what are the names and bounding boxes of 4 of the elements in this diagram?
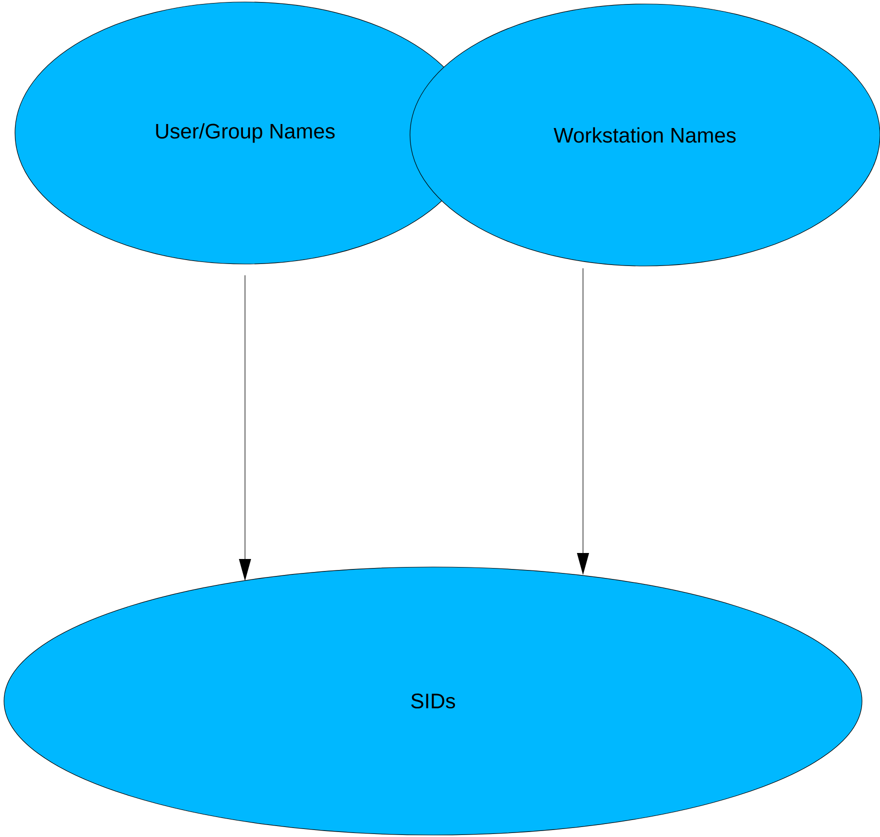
node-label: Workstation Names [554, 127, 736, 143]
ellipse-node: SIDs [4, 566, 862, 836]
ellipse-node: Workstation Names [410, 4, 880, 266]
ellipse-node: User/Group Names [14, 2, 476, 264]
